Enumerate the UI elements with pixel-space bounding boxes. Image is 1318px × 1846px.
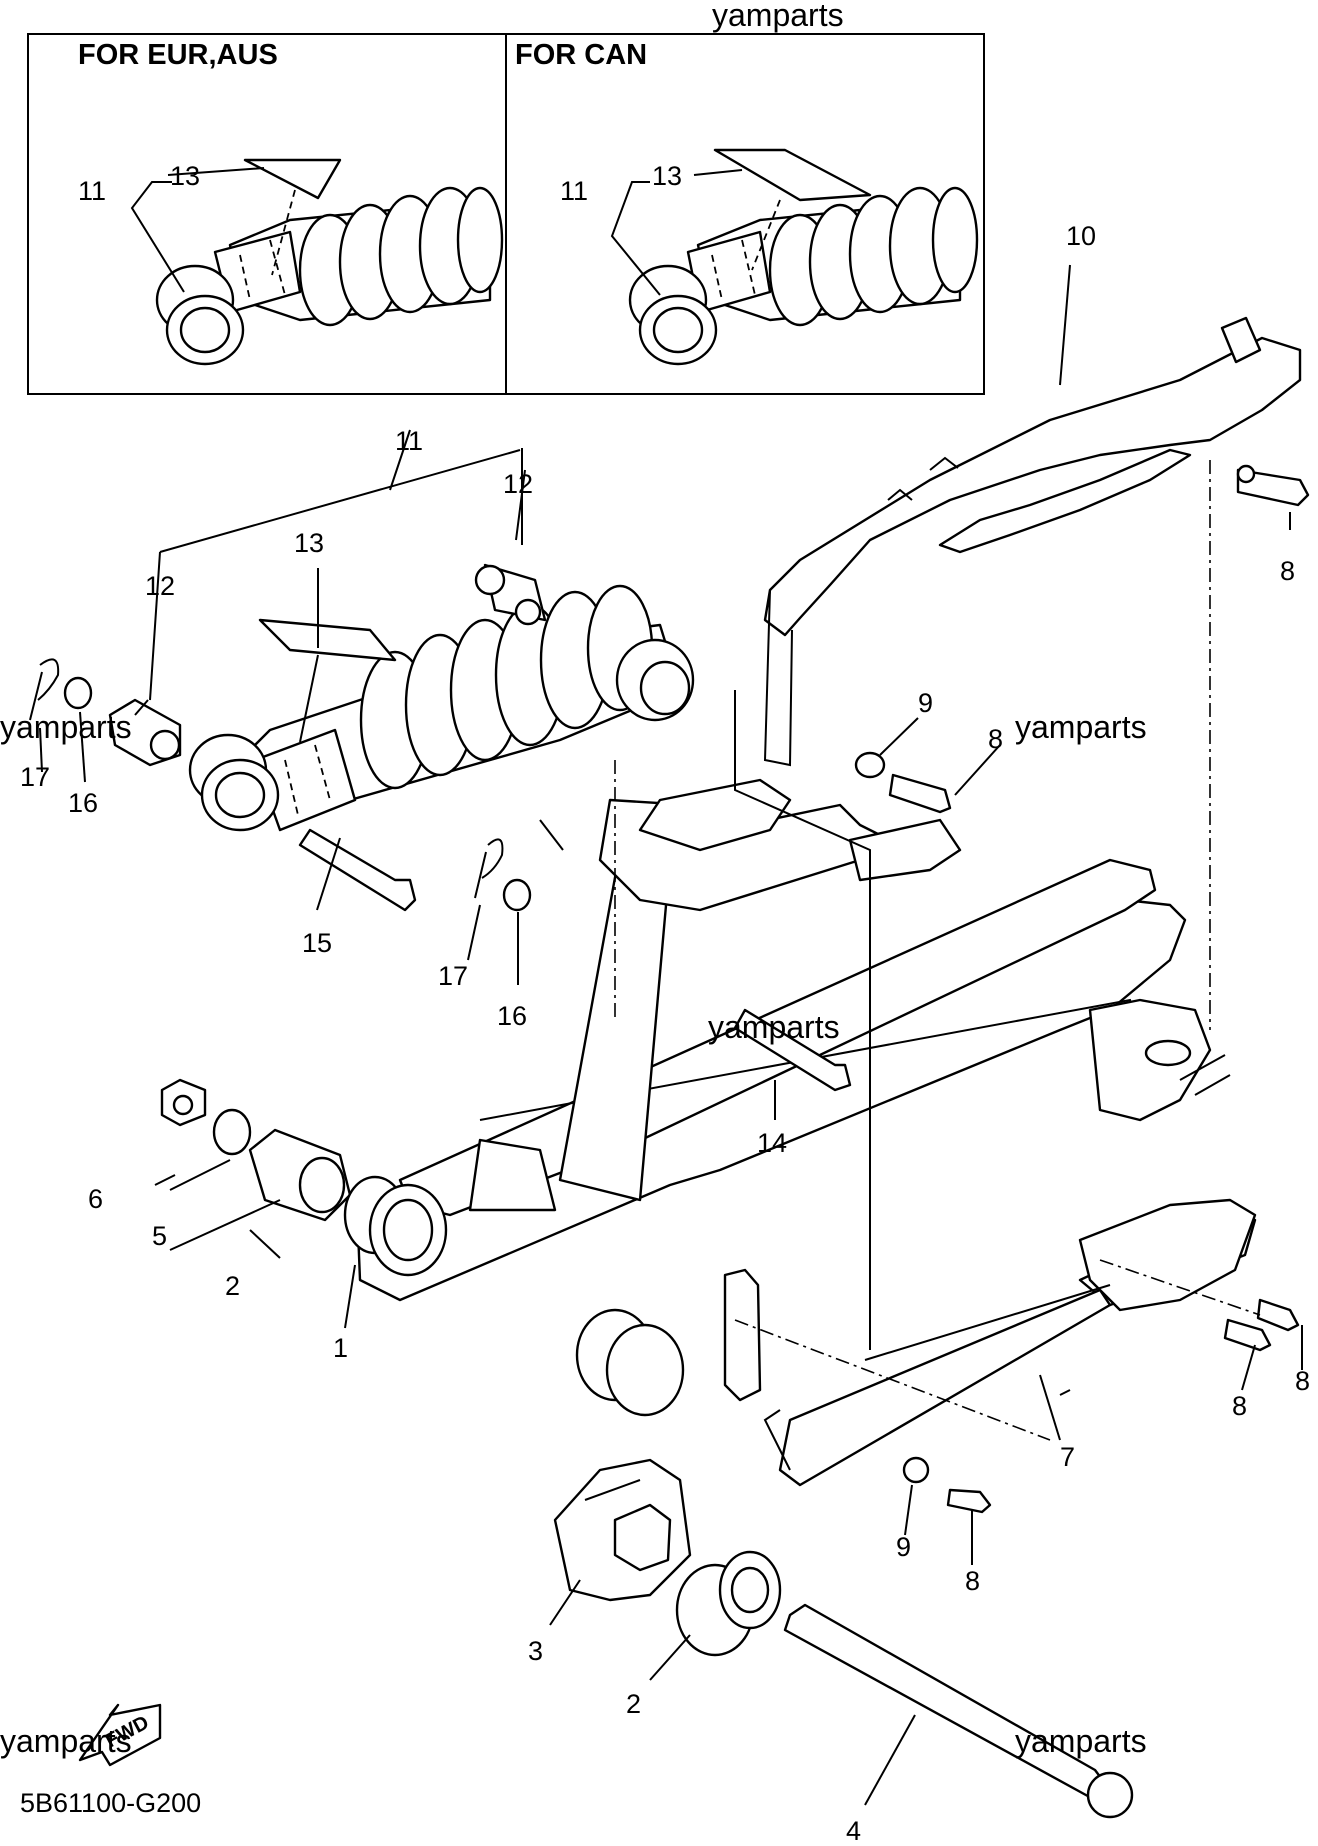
callout-12: 12 [503,469,533,499]
fwd-arrow-icon: FWD [78,1703,162,1767]
callout-5: 5 [152,1221,167,1251]
chain-cover [763,316,1302,767]
callout-13: 13 [170,161,200,191]
hardware [29,460,1310,1819]
watermark: yamparts [1015,709,1147,745]
callout-16: 16 [497,1001,527,1031]
callout-4: 4 [846,1816,861,1846]
callout-13: 13 [652,161,682,191]
callout-9: 9 [896,1532,911,1562]
inset-panels: FOR EUR,AUS FOR CAN [27,33,985,395]
callout-14: 14 [757,1128,787,1158]
callout-8: 8 [1280,556,1295,586]
callout-10: 10 [1066,221,1096,251]
callout-2: 2 [626,1689,641,1719]
watermark: yamparts [0,1723,132,1759]
callout-9: 9 [918,688,933,718]
watermark: yamparts [712,0,844,33]
watermarks: yamparts yamparts yamparts yamparts yamp… [0,0,1147,1759]
callout-1: 1 [333,1333,348,1363]
callout-8: 8 [1232,1391,1247,1421]
leader-lines [39,264,1303,1806]
callout-13: 13 [294,528,324,558]
callout-8: 8 [988,724,1003,754]
inset-shock-eur [130,158,504,366]
callout-labels: 11 13 11 13 10 11 12 12 13 8 9 8 17 16 1… [20,161,1310,1846]
watermark: yamparts [708,1009,840,1045]
panel-title-eur-aus: FOR EUR,AUS [78,39,278,71]
callout-12: 12 [145,571,175,601]
callout-17: 17 [20,762,50,792]
rear-shock [188,563,695,832]
callout-7: 7 [1060,1442,1075,1472]
callout-3: 3 [528,1636,543,1666]
panel-title-can: FOR CAN [515,39,647,71]
watermark: yamparts [1015,1723,1147,1759]
callout-17: 17 [438,961,468,991]
callout-8: 8 [1295,1366,1310,1396]
callout-8: 8 [965,1566,980,1596]
chain-guard [763,1198,1257,1487]
diagram-code: 5B61100-G200 [20,1788,201,1818]
callout-11: 11 [395,426,423,456]
inset-shock-can [610,148,979,366]
callout-6: 6 [88,1184,103,1214]
watermark: yamparts [0,709,132,745]
callout-11: 11 [78,176,106,206]
callout-16: 16 [68,788,98,818]
callout-15: 15 [302,928,332,958]
callout-2: 2 [225,1271,240,1301]
callout-11: 11 [560,176,588,206]
